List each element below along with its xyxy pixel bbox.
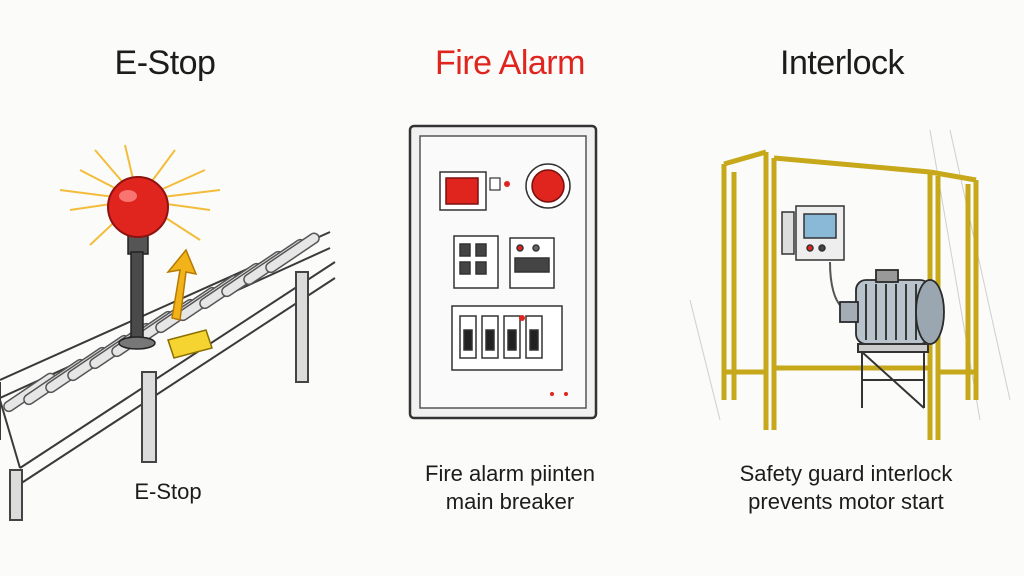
panel-title-interlock: Interlock [780, 44, 905, 82]
yellow-sensor-block [167, 329, 213, 359]
alarm-bell-button [525, 163, 571, 209]
small-indicators [550, 392, 568, 396]
up-arrow-icon [166, 248, 198, 321]
panel-estop: E-Stop [0, 0, 340, 576]
interlock-control-box [781, 205, 845, 261]
caption-fire-alarm-line1: Fire alarm piinten [425, 461, 595, 486]
conveyor-legs [9, 271, 309, 521]
main-breaker-row [451, 305, 563, 371]
estop-conveyor-illustration [0, 144, 336, 521]
conveyor-rollers [3, 232, 320, 413]
panel-interlock: Interlock [680, 0, 1024, 576]
sketch-lines [689, 129, 1011, 421]
panel-title-estop: E-Stop [114, 44, 216, 82]
caption-interlock-line2: prevents motor start [748, 489, 944, 514]
caption-estop: E-Stop [0, 478, 338, 506]
caption-fire-alarm: Fire alarm piinten main breaker [340, 460, 680, 516]
conveyor [0, 231, 336, 485]
panel-fire-alarm: Fire Alarm [340, 0, 680, 576]
caption-interlock: Safety guard interlock prevents motor st… [674, 460, 1018, 516]
panel-title-fire-alarm: Fire Alarm [435, 44, 585, 82]
motor-icon [839, 269, 945, 345]
fire-alarm-panel-illustration [408, 124, 598, 420]
caption-interlock-line1: Safety guard interlock [739, 461, 953, 486]
safety-guard-frame [721, 149, 979, 440]
control-module-right [509, 237, 555, 289]
caption-estop-line1: E-Stop [134, 479, 202, 504]
motor-stand [857, 343, 929, 409]
estop-button [107, 176, 169, 238]
caption-fire-alarm-line2: main breaker [445, 489, 575, 514]
interlock-guard-illustration [689, 129, 1011, 440]
alarm-indicator [439, 171, 510, 211]
control-module-left [453, 235, 499, 289]
